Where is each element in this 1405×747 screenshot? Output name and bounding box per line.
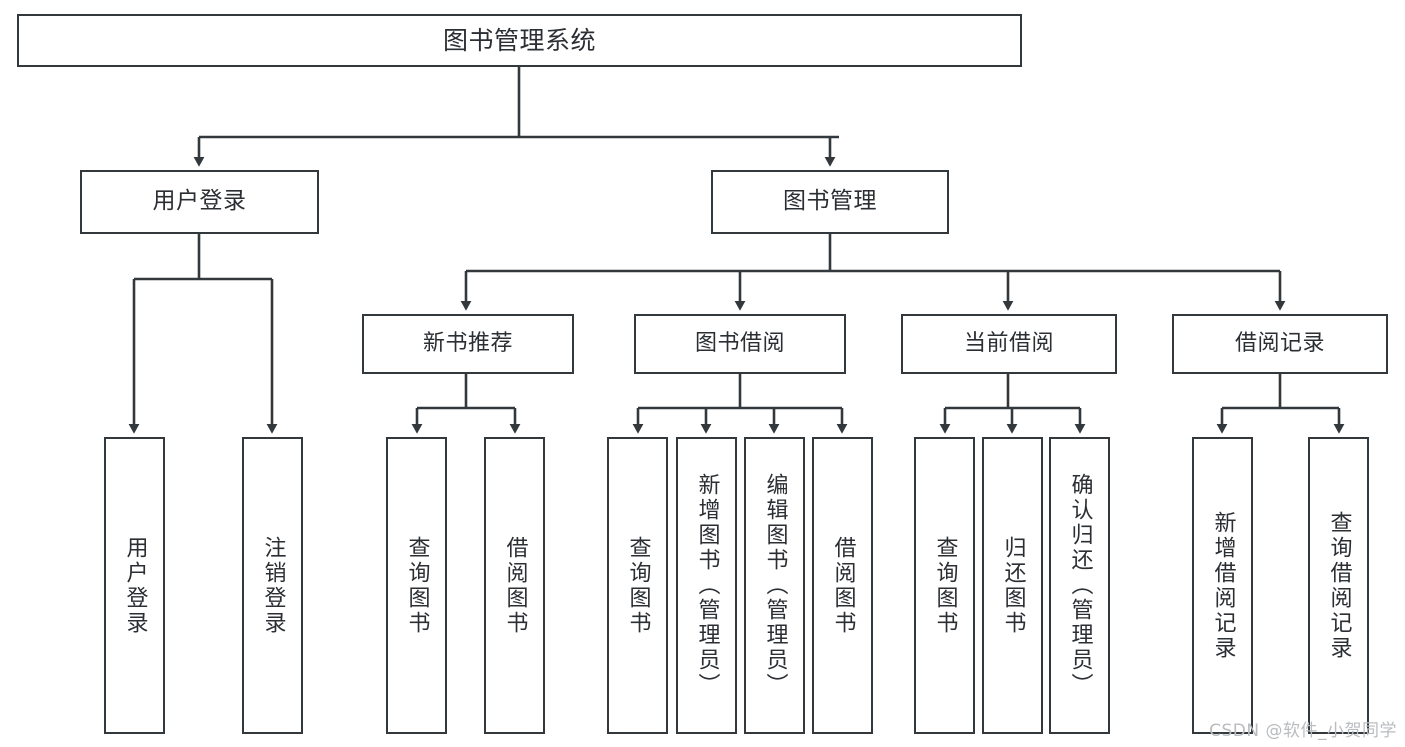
node-leaf-edit-book-label: 编辑图书（管理员） (762, 473, 788, 698)
node-leaf-edit-book[interactable]: 编辑图书（管理员） (744, 437, 805, 734)
node-user-login[interactable]: 用户登录 (80, 170, 319, 234)
node-leaf-user-logout[interactable]: 注销登录 (242, 437, 303, 734)
node-leaf-add-book-label: 新增图书（管理员） (694, 473, 720, 698)
node-leaf-confirm-return[interactable]: 确认归还（管理员） (1049, 437, 1110, 734)
node-leaf-add-record-label: 新增借阅记录 (1210, 510, 1236, 661)
node-book-borrow-label: 图书借阅 (694, 331, 785, 357)
node-book-manage[interactable]: 图书管理 (711, 170, 949, 234)
node-borrow-record-label: 借阅记录 (1234, 331, 1325, 357)
node-leaf-query-book-rec-label: 查询图书 (404, 535, 430, 636)
node-leaf-add-record[interactable]: 新增借阅记录 (1192, 437, 1253, 734)
node-leaf-borrow-book-rec-label: 借阅图书 (502, 535, 528, 636)
node-leaf-query-book-rec[interactable]: 查询图书 (386, 437, 447, 734)
node-leaf-return-book-label: 归还图书 (1000, 535, 1026, 636)
node-leaf-user-login[interactable]: 用户登录 (104, 437, 165, 734)
node-new-book-rec[interactable]: 新书推荐 (362, 314, 574, 374)
node-leaf-borrow-book-label: 借阅图书 (830, 535, 856, 636)
node-current-borrow-label: 当前借阅 (963, 331, 1054, 357)
node-leaf-query-book-current[interactable]: 查询图书 (914, 437, 975, 734)
node-borrow-record[interactable]: 借阅记录 (1172, 314, 1388, 374)
node-book-manage-label: 图书管理 (783, 188, 877, 215)
node-leaf-query-book-current-label: 查询图书 (932, 535, 958, 636)
node-leaf-user-logout-label: 注销登录 (260, 535, 286, 636)
node-leaf-query-record[interactable]: 查询借阅记录 (1308, 437, 1369, 734)
node-root[interactable]: 图书管理系统 (17, 14, 1022, 67)
watermark-text: CSDN @软件_小贺同学 (1209, 721, 1397, 741)
node-book-borrow[interactable]: 图书借阅 (634, 314, 846, 374)
node-root-label: 图书管理系统 (442, 25, 596, 55)
node-leaf-add-book[interactable]: 新增图书（管理员） (676, 437, 737, 734)
node-leaf-query-record-label: 查询借阅记录 (1326, 510, 1352, 661)
node-user-login-label: 用户登录 (152, 188, 247, 215)
node-leaf-query-book-borrow-label: 查询图书 (625, 535, 651, 636)
node-leaf-return-book[interactable]: 归还图书 (982, 437, 1043, 734)
node-leaf-borrow-book[interactable]: 借阅图书 (812, 437, 873, 734)
node-leaf-user-login-label: 用户登录 (122, 535, 148, 636)
node-leaf-query-book-borrow[interactable]: 查询图书 (607, 437, 668, 734)
node-current-borrow[interactable]: 当前借阅 (901, 314, 1117, 374)
node-new-book-rec-label: 新书推荐 (422, 331, 513, 357)
node-leaf-confirm-return-label: 确认归还（管理员） (1067, 473, 1093, 698)
node-leaf-borrow-book-rec[interactable]: 借阅图书 (484, 437, 545, 734)
